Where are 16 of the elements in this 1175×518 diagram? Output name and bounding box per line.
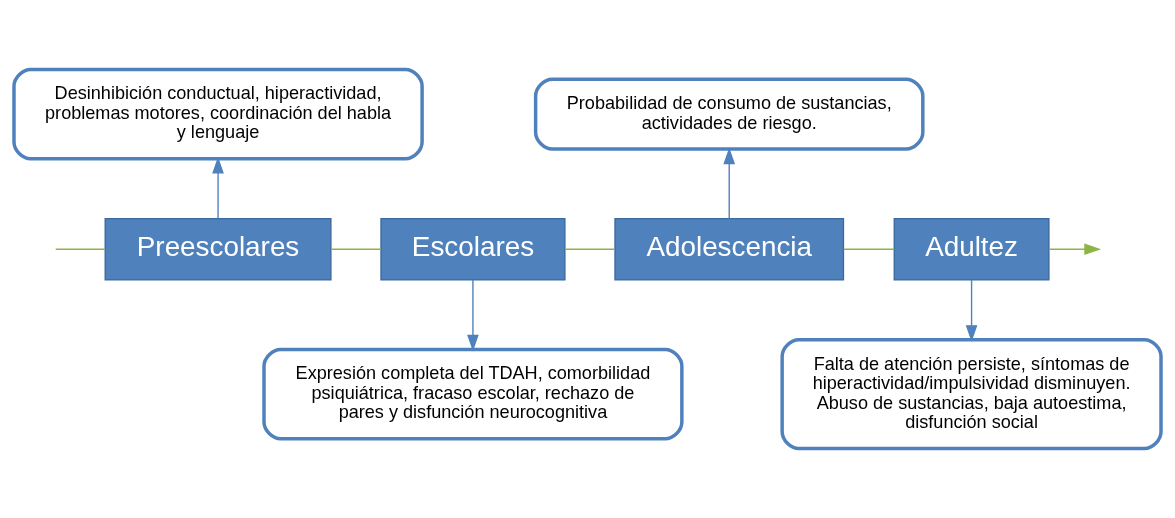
connector bbox=[843, 248, 895, 250]
node-box: Adolescencia bbox=[614, 217, 845, 281]
node-box: Falta de atención persiste, síntomas de hiperactividad/impulsividad disminuyen. Abuso de sustancias, baja autoestima, disfunción social bbox=[780, 338, 1163, 451]
connector bbox=[564, 248, 616, 250]
node-box: Desinhibición conductual, hiperactividad, problemas motores, coordinación del habla y lenguaje bbox=[12, 67, 424, 161]
arrow bbox=[965, 279, 978, 342]
arrow bbox=[723, 147, 736, 220]
node-box: Escolares bbox=[380, 217, 566, 281]
node-box: Expresión completa del TDAH, comorbilidad psiquiátrica, fracaso escolar, rechazo de pares y disfunción neurocognitiva bbox=[262, 347, 684, 441]
connector bbox=[55, 248, 106, 250]
node-box: Probabilidad de consumo de sustancias, actividades de riesgo. bbox=[533, 77, 925, 151]
arrow bbox=[467, 279, 479, 352]
connector bbox=[330, 248, 382, 250]
node-box: Preescolares bbox=[104, 217, 332, 281]
arrow bbox=[1048, 243, 1102, 256]
node-box: Adultez bbox=[893, 217, 1050, 281]
